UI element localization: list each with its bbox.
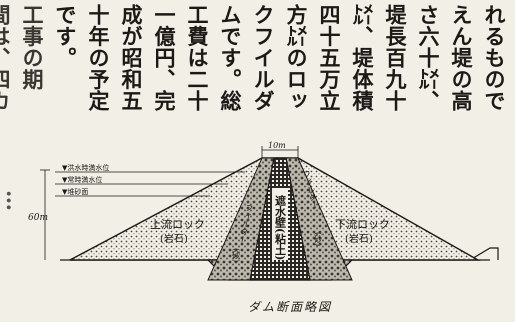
text-column: です。 — [53, 4, 78, 69]
upstream-sand-label: (砂) — [232, 248, 241, 262]
text-column: 四十五万立 — [317, 4, 342, 112]
text-column: ㍍、堤体積 — [350, 4, 375, 112]
text-column: 工費は二十 — [185, 4, 210, 112]
diagram-caption: ダム断面略図 — [247, 300, 332, 314]
dam-cross-section-svg: 10m 60m ▼洪水時満水位 ▼常時満水位 ▼堆砂面 上流ロック (岩石) 下… — [28, 141, 499, 281]
article-body: れるもので えん堤の高 さ六十㍍、 堤長百九十 ㍍、堤体積 四十五万立 方㍍のロ… — [0, 4, 509, 194]
text-column: 間は、四カ — [0, 4, 12, 112]
downstream-structure — [469, 247, 499, 261]
height-label: 60m — [28, 213, 48, 223]
cut-off-column: … — [2, 190, 27, 212]
normal-level-label: ▼常時満水位 — [62, 175, 102, 184]
upstream-rock-label: 上流ロック — [150, 217, 205, 231]
core-label-box — [272, 188, 288, 260]
text-column: ムです。総 — [218, 4, 243, 112]
text-column: 成が昭和五 — [119, 4, 144, 112]
crest-width-label: 10m — [268, 141, 286, 150]
upstream-rock-sublabel: (岩石) — [160, 232, 188, 245]
text-column: 堤長百九十 — [383, 4, 408, 112]
text-column: クフイルダ — [251, 4, 276, 112]
flood-level-label: ▼洪水時満水位 — [62, 163, 109, 172]
downstream-rock-sublabel: (岩石) — [345, 232, 373, 245]
text-column: れるもので — [482, 4, 507, 112]
dam-cross-section-diagram: 10m 60m ▼洪水時満水位 ▼常時満水位 ▼堆砂面 上流ロック (岩石) 下… — [0, 140, 515, 322]
text-column: 工事の期 — [20, 4, 45, 90]
downstream-rock-label: 下流ロック — [335, 217, 390, 231]
text-column: さ六十㍍、 — [416, 4, 441, 112]
text-column: えん堤の高 — [449, 4, 474, 112]
sediment-level-label: ▼堆砂面 — [62, 187, 88, 196]
text-column: 方㍍のロッ — [284, 4, 309, 112]
core-label: 遮水壁(粘土) — [274, 194, 287, 261]
downstream-sand-label: (砂) — [314, 232, 323, 246]
text-column: 十年の予定 — [86, 4, 111, 112]
text-column: 一億円、完 — [152, 4, 177, 112]
